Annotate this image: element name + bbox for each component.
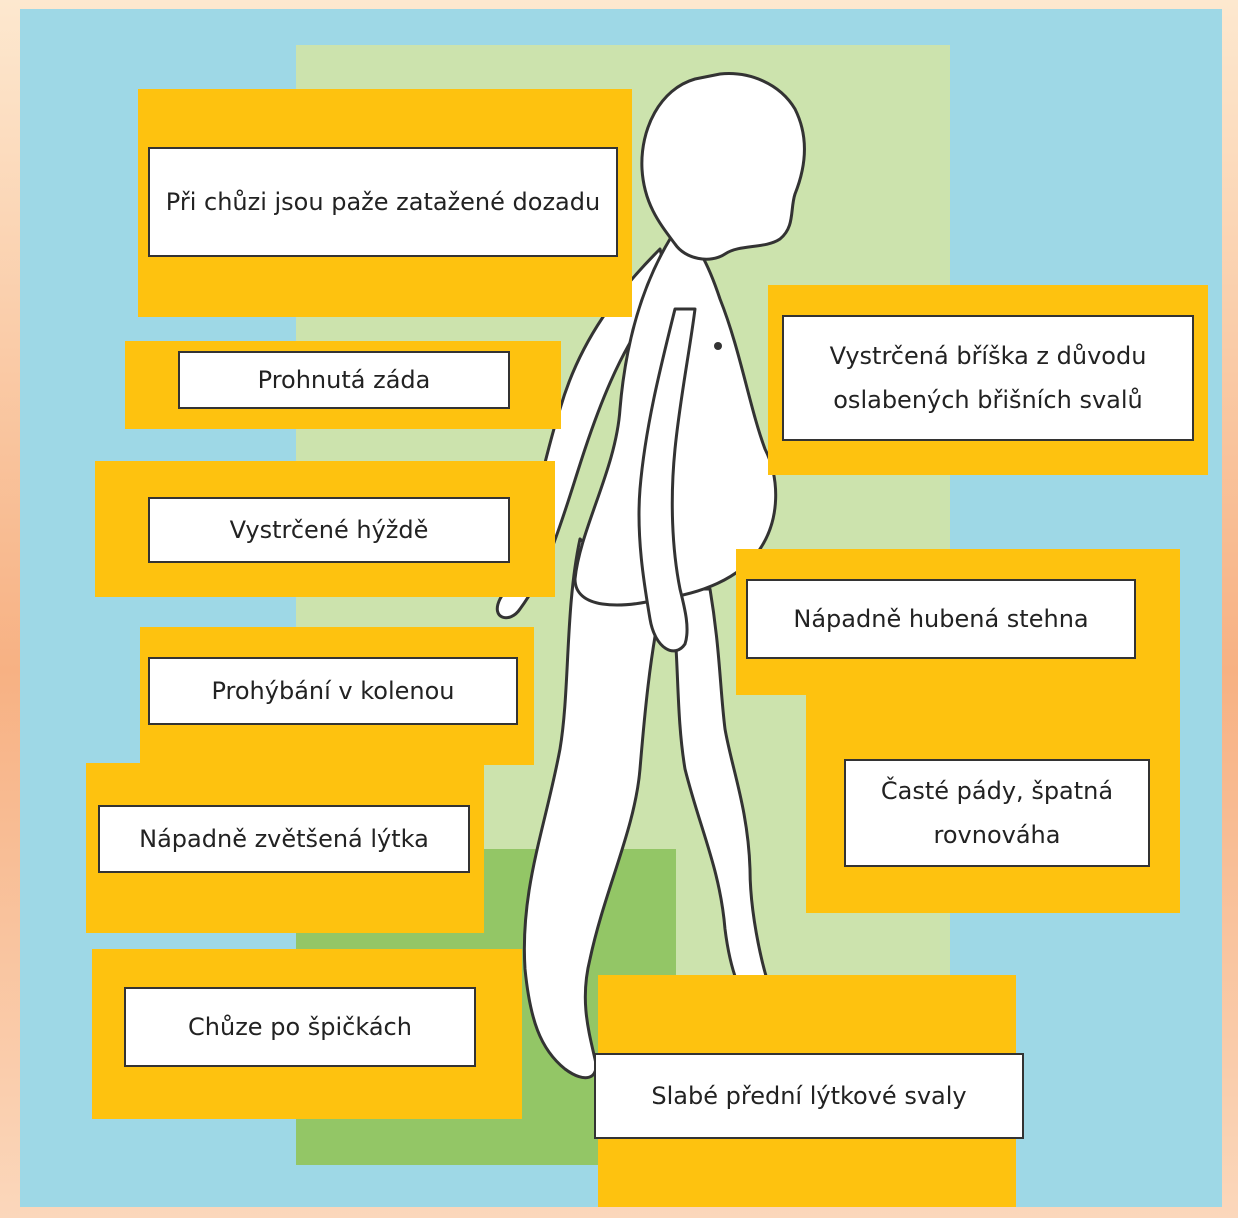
label-calves: Nápadně zvětšená lýtka — [98, 805, 470, 873]
label-knees-text: Prohýbání v kolenou — [211, 669, 454, 713]
label-belly: Vystrčená bříška z důvodu oslabených bři… — [782, 315, 1194, 441]
illustration-frame: Při chůzi jsou paže zatažené dozadu Proh… — [20, 9, 1222, 1207]
label-knees: Prohýbání v kolenou — [148, 657, 518, 725]
label-thighs-text: Nápadně hubená stehna — [793, 597, 1088, 641]
label-shin: Slabé přední lýtkové svaly — [594, 1053, 1024, 1139]
label-arms-text: Při chůzi jsou paže zatažené dozadu — [166, 180, 600, 224]
label-toes-text: Chůze po špičkách — [188, 1005, 412, 1049]
label-falls-text: Časté pády, špatná rovnováha — [858, 769, 1136, 857]
label-buttocks: Vystrčené hýždě — [148, 497, 510, 563]
label-shin-text: Slabé přední lýtkové svaly — [651, 1074, 966, 1118]
label-belly-text: Vystrčená bříška z důvodu oslabených bři… — [796, 334, 1180, 422]
label-buttocks-text: Vystrčené hýždě — [230, 508, 429, 552]
label-back-text: Prohnutá záda — [258, 358, 431, 402]
label-arms: Při chůzi jsou paže zatažené dozadu — [148, 147, 618, 257]
label-thighs: Nápadně hubená stehna — [746, 579, 1136, 659]
label-toes: Chůze po špičkách — [124, 987, 476, 1067]
label-falls: Časté pády, špatná rovnováha — [844, 759, 1150, 867]
label-back: Prohnutá záda — [178, 351, 510, 409]
label-calves-text: Nápadně zvětšená lýtka — [139, 817, 429, 861]
